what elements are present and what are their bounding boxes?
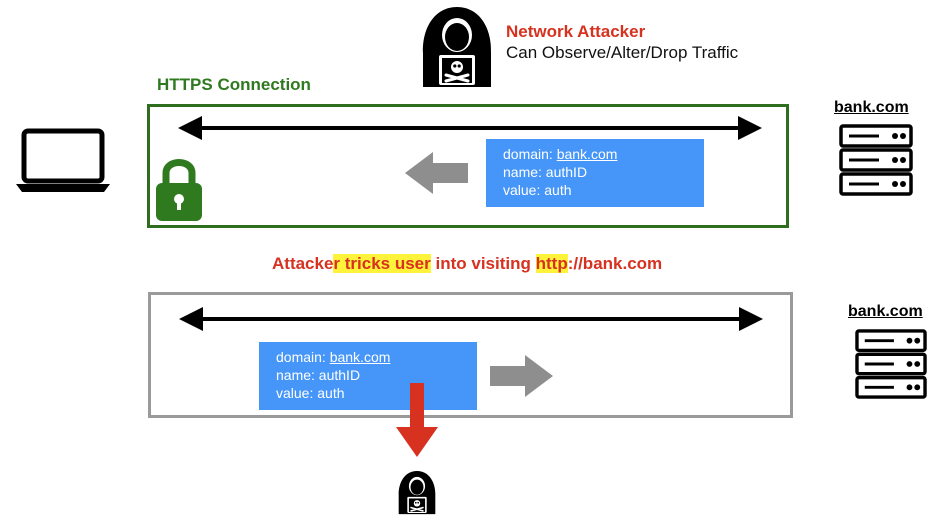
cookie-domain-value: bank.com [329, 349, 391, 365]
attacker-title: Network Attacker [506, 22, 646, 41]
laptop-icon [16, 128, 110, 192]
red-down-arrow-icon [396, 383, 438, 457]
cookie-domain-key: domain: [503, 146, 557, 162]
gray-right-arrow-icon [490, 355, 553, 397]
http-cookie-box: domain: bank.com name: authID value: aut… [259, 342, 477, 410]
hooded-attacker-icon [398, 471, 436, 515]
server-rack-icon [855, 329, 927, 399]
server-rack-icon [839, 124, 913, 196]
server-label: bank.com [834, 99, 909, 116]
trick-part-1: Attacke [272, 254, 334, 273]
cookie-value: value: auth [276, 385, 345, 401]
attacker-subtitle: Can Observe/Alter/Drop Traffic [506, 43, 739, 62]
bidirectional-arrow [179, 307, 763, 331]
trick-part-4: http [535, 254, 568, 273]
gray-left-arrow-icon [405, 152, 468, 194]
https-connection-label: HTTPS Connection [157, 75, 311, 94]
trick-part-5: ://bank.com [567, 254, 663, 273]
cookie-name: name: authID [276, 367, 361, 383]
cookie-domain-value: bank.com [556, 146, 618, 162]
trick-message: Attacker tricks user into visiting http:… [272, 254, 662, 274]
cookie-name: name: authID [503, 164, 588, 180]
trick-part-2: r tricks user [333, 254, 431, 273]
http-connection-box [148, 292, 793, 418]
https-cookie-box: domain: bank.com name: authID value: aut… [486, 139, 704, 207]
cookie-value: value: auth [503, 182, 572, 198]
bidirectional-arrow [178, 116, 762, 140]
trick-part-3: into visiting [430, 254, 536, 273]
server-label: bank.com [848, 303, 923, 320]
https-connection-box [147, 104, 789, 228]
padlock-icon [156, 159, 202, 221]
cookie-domain-key: domain: [276, 349, 330, 365]
hooded-attacker-icon [422, 7, 492, 87]
